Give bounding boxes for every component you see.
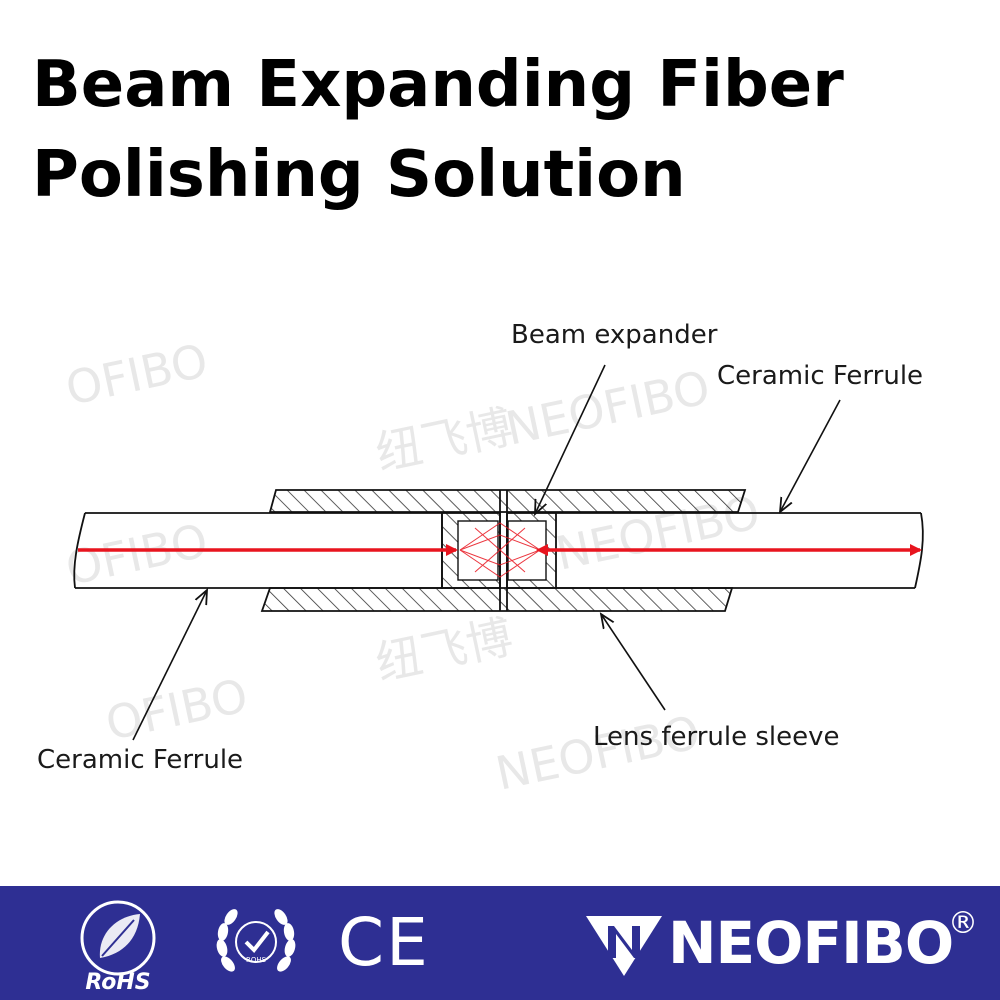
watermark-text: OFIBO xyxy=(101,668,252,751)
leader-ceramic-ferrule-right xyxy=(780,399,841,512)
leader-beam-expander xyxy=(535,364,606,514)
ce-mark: CE xyxy=(338,904,430,981)
beam-arrow-head-center xyxy=(536,544,548,556)
watermark-brand: NEOFIBO xyxy=(501,360,714,456)
beam-expander-diagram: OFIBO 纽飞博 NEOFIBO OFIBO NEOFIBO 纽飞博 OFIB… xyxy=(37,320,924,800)
watermark-text: OFIBO xyxy=(61,513,212,596)
label-beam-expander: Beam expander xyxy=(511,320,718,350)
watermark-chinese: 纽飞博 xyxy=(371,609,517,691)
page-title: Beam Expanding Fiber Polishing Solution xyxy=(32,40,972,220)
label-ceramic-ferrule-left: Ceramic Ferrule xyxy=(37,745,243,775)
laurel-badge-text: ROHS xyxy=(246,956,267,964)
label-lens-ferrule-sleeve: Lens ferrule sleeve xyxy=(593,722,840,752)
watermark-text: OFIBO xyxy=(61,333,212,416)
title-line-2: Polishing Solution xyxy=(32,138,686,212)
title-line-1: Beam Expanding Fiber xyxy=(32,48,844,122)
brand-name: NEOFIBO xyxy=(668,909,954,977)
watermark-chinese: 纽飞博 xyxy=(371,399,517,481)
registered-mark: ® xyxy=(948,906,978,941)
label-ceramic-ferrule-right: Ceramic Ferrule xyxy=(717,361,923,391)
leader-ceramic-ferrule-left xyxy=(132,590,207,741)
leader-lens-ferrule-sleeve xyxy=(601,614,666,711)
rohs-badge-icon: RoHS xyxy=(80,900,156,994)
footer-banner: RoHS ROHS CE NEOFIBO ® xyxy=(0,886,1000,1000)
expanded-beam-rays xyxy=(459,522,541,578)
rohs-badge-text: RoHS xyxy=(85,970,150,994)
watermark-brand: NEOFIBO xyxy=(491,705,704,800)
neofibo-n-triangle-icon xyxy=(586,916,662,976)
rohs-laurel-badge-icon: ROHS xyxy=(216,909,296,972)
